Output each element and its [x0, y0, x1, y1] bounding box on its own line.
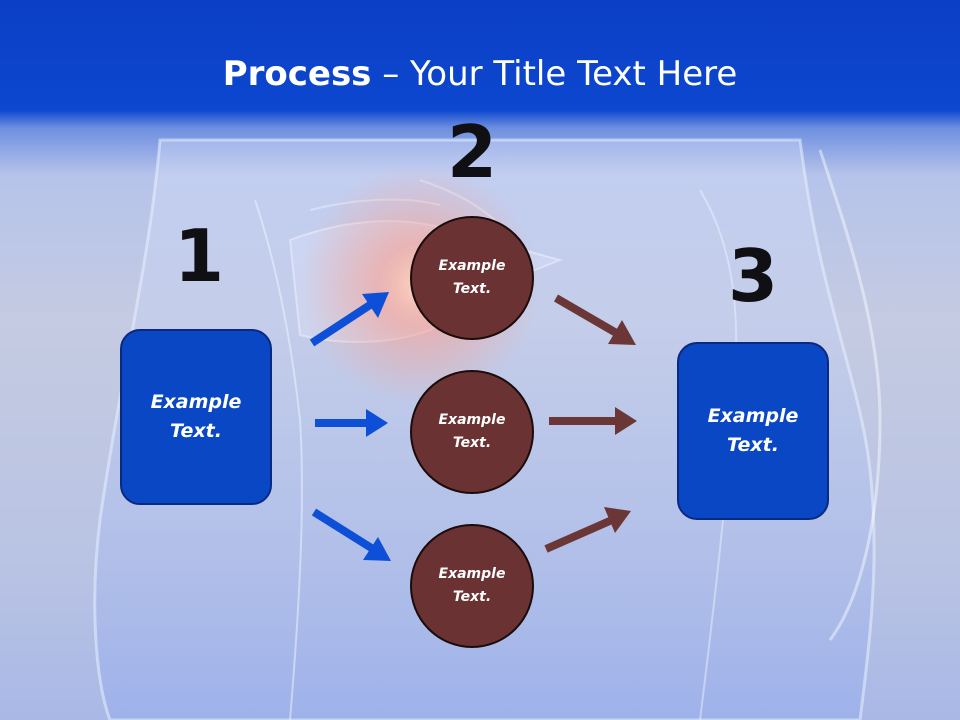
- circle-middle-text: Example Text.: [438, 412, 506, 451]
- left-process-box: Example Text.: [120, 329, 272, 505]
- arrow-left-to-middle: [315, 409, 388, 437]
- circle-top-text: Example Text.: [438, 258, 506, 297]
- circle-node-middle: Example Text.: [410, 370, 534, 494]
- arrow-middle-to-right: [549, 407, 637, 435]
- step-number-3: 3: [727, 234, 779, 318]
- circle-node-bottom: Example Text.: [410, 524, 534, 648]
- right-process-box: Example Text.: [677, 342, 829, 520]
- slide-title-rest: – Your Title Text Here: [371, 54, 738, 94]
- step-number-1: 1: [173, 214, 225, 298]
- slide-title: Process – Your Title Text Here: [0, 52, 960, 96]
- circle-bottom-text: Example Text.: [438, 566, 506, 605]
- step-number-2: 2: [446, 110, 498, 194]
- arrow-left-to-bottom: [311, 508, 391, 561]
- arrow-left-to-top: [309, 292, 389, 347]
- right-box-text: Example Text.: [707, 405, 799, 456]
- arrow-bottom-to-right: [544, 507, 631, 553]
- slide-title-bold: Process: [222, 54, 372, 94]
- circle-node-top: Example Text.: [410, 216, 534, 340]
- left-box-text: Example Text.: [150, 391, 242, 442]
- arrow-top-to-right: [553, 294, 636, 345]
